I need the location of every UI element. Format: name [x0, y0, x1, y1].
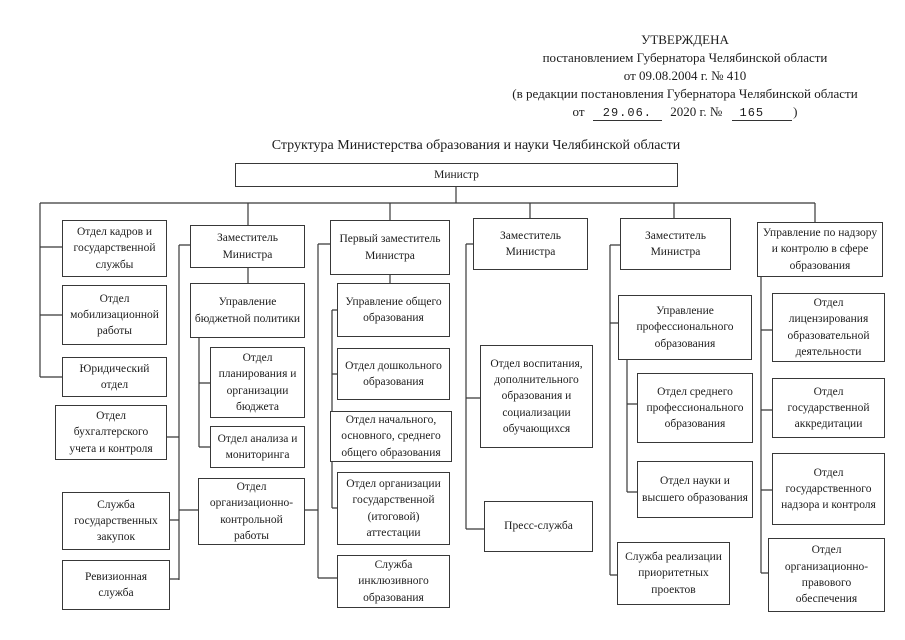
box-otdel-org-kontrolnoy: Отдел организационно-контрольной работы: [198, 478, 305, 545]
box-revizionnaya-sluzhba: Ревизионная служба: [62, 560, 170, 610]
approval-edit-date: 29.06.: [592, 106, 662, 121]
box-otdel-mobilizatsionnoy: Отдел мобилизационной работы: [62, 285, 167, 345]
approval-line-3: от 09.08.2004 г. № 410: [623, 68, 747, 83]
box-otdel-org-pravovogo: Отдел организационно-правового обеспечен…: [768, 538, 885, 612]
box-upravlenie-obschego: Управление общего образования: [337, 283, 450, 337]
box-otdel-buhgalterskogo: Отдел бухгалтерского учета и контроля: [55, 405, 167, 460]
box-otdel-vospitaniya: Отдел воспитания, дополнительного образо…: [480, 345, 593, 448]
approval-line-4: (в редакции постановления Губернатора Че…: [512, 86, 858, 101]
box-upravlenie-byudzhetnoy-politiki: Управление бюджетной политики: [190, 283, 305, 338]
approval-line-1: УТВЕРЖДЕНА: [641, 32, 729, 47]
box-otdel-nauki: Отдел науки и высшего образования: [637, 461, 753, 518]
approval-line-5: от 29.06. 2020 г. № 165): [468, 103, 902, 121]
box-otdel-gos-nadzora: Отдел государственного надзора и контрол…: [772, 453, 885, 525]
box-otdel-nachalnogo: Отдел начального, основного, среднего об…: [330, 411, 452, 462]
head-upravlenie-nadzoru: Управление по надзору и контролю в сфере…: [757, 222, 883, 277]
box-otdel-attestatsii: Отдел организации государственной (итого…: [337, 472, 450, 545]
page-title: Структура Министерства образования и нау…: [271, 138, 681, 153]
approval-line5-suffix: ): [793, 104, 798, 119]
head-perviy-zamestitel-ministra: Первый заместитель Министра: [330, 220, 450, 275]
box-minister: Министр: [235, 163, 678, 187]
approval-edit-number: 165: [731, 106, 793, 121]
approval-line-2: постановлением Губернатора Челябинской о…: [542, 50, 828, 65]
box-otdel-akkreditatsii: Отдел государственной аккредитации: [772, 378, 885, 438]
box-yuridicheskiy-otdel: Юридический отдел: [62, 357, 167, 397]
approval-block: УТВЕРЖДЕНА постановлением Губернатора Че…: [468, 31, 902, 121]
box-otdel-doshkolnogo: Отдел дошкольного образования: [337, 348, 450, 400]
head-zamestitel-ministra-1: Заместитель Министра: [190, 225, 305, 268]
box-otdel-planirovaniya: Отдел планирования и организации бюджета: [210, 347, 305, 418]
head-zamestitel-ministra-2: Заместитель Министра: [473, 218, 588, 270]
box-upravlenie-professionalnogo: Управление профессионального образования: [618, 295, 752, 360]
box-press-sluzhba: Пресс-служба: [484, 501, 593, 552]
box-sluzhba-zakupok: Служба государственных закупок: [62, 492, 170, 550]
box-sluzhba-inklyuzivnogo: Служба инклюзивного образования: [337, 555, 450, 608]
head-zamestitel-ministra-3: Заместитель Министра: [620, 218, 731, 270]
approval-line5-middle: 2020 г. №: [670, 104, 723, 119]
box-otdel-analiza: Отдел анализа и мониторинга: [210, 426, 305, 468]
box-otdel-srednego-prof: Отдел среднего профессионального образов…: [637, 373, 753, 443]
box-otdel-litsenzirovaniya: Отдел лицензирования образовательной дея…: [772, 293, 885, 362]
approval-line5-prefix: от: [572, 104, 585, 119]
box-sluzhba-prioritetnyh: Служба реализации приоритетных проектов: [617, 542, 730, 605]
box-otdel-kadrov: Отдел кадров и государственной службы: [62, 220, 167, 277]
